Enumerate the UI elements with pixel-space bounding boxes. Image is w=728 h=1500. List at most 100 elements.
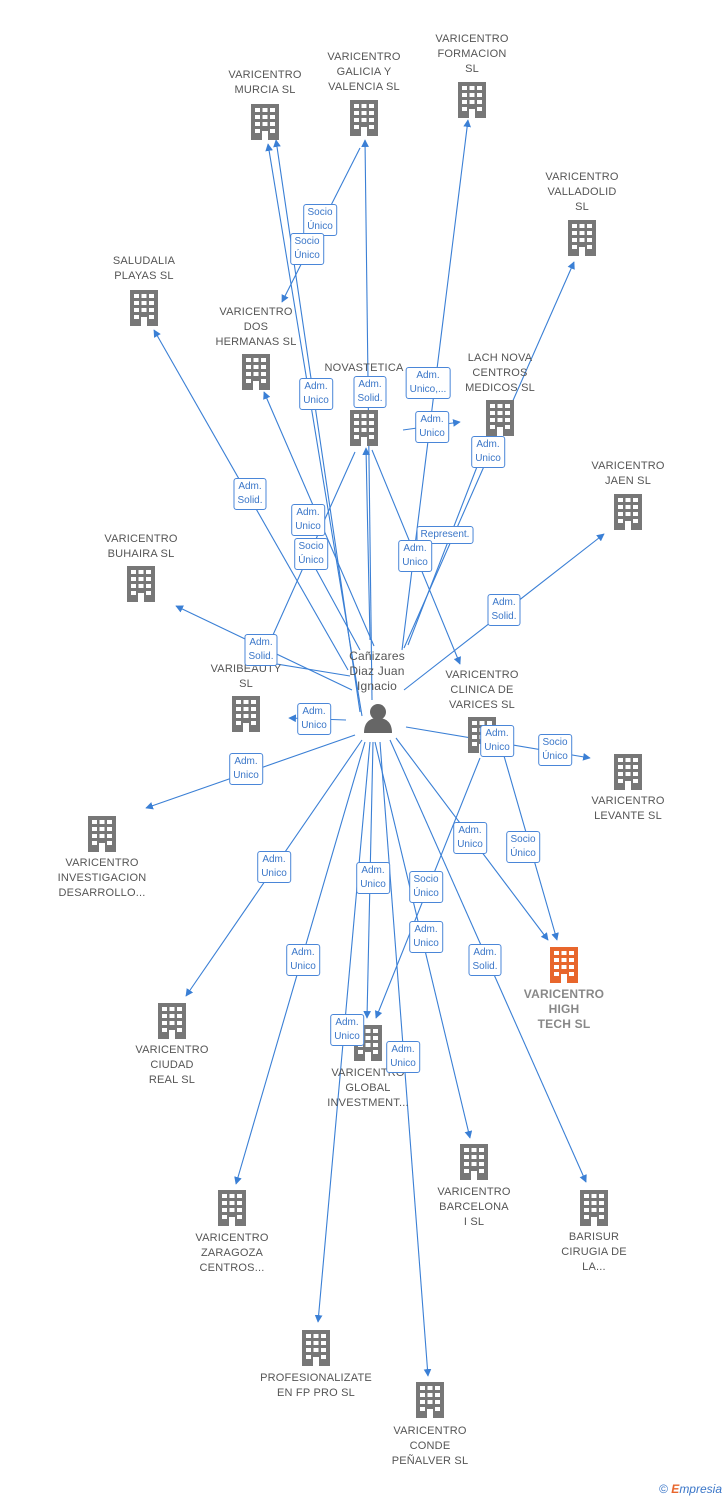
relation-label[interactable]: Adm.Unico bbox=[291, 504, 325, 536]
relation-label-line: Único bbox=[294, 250, 320, 261]
building-icon[interactable] bbox=[130, 290, 158, 326]
relation-label[interactable]: Adm.Unico bbox=[480, 725, 514, 757]
building-icon[interactable] bbox=[350, 100, 378, 136]
relation-label-line: Socio bbox=[298, 541, 324, 552]
person-name[interactable]: Cañizares Diaz Juan Ignacio bbox=[349, 649, 405, 693]
company-name-line: VARICENTRO bbox=[445, 669, 519, 681]
company-name-line: INVESTMENT... bbox=[327, 1097, 409, 1109]
relation-edge bbox=[273, 139, 361, 713]
relation-label[interactable]: Adm.Unico,... bbox=[405, 367, 451, 399]
relation-label[interactable]: Adm.Solid. bbox=[468, 944, 502, 976]
relation-label-line: Adm. bbox=[238, 481, 262, 492]
company-name-line: REAL SL bbox=[148, 1074, 196, 1086]
building-icon[interactable] bbox=[350, 410, 378, 446]
relation-label-line: Unico bbox=[290, 961, 316, 972]
building-icon[interactable] bbox=[550, 947, 578, 983]
relation-label[interactable]: Adm.Unico bbox=[297, 703, 331, 735]
company-name-line: HIGH bbox=[548, 1002, 580, 1016]
building-icon[interactable] bbox=[127, 566, 155, 602]
relation-label[interactable]: Adm.Unico bbox=[257, 851, 291, 883]
company-name-line: LACH NOVA bbox=[467, 352, 533, 364]
company-name-line: DESARROLLO... bbox=[58, 887, 146, 899]
relation-label[interactable]: Adm.Solid. bbox=[487, 594, 521, 626]
relation-label[interactable]: Adm.Unico bbox=[286, 944, 320, 976]
company-name-line: VARICENTRO bbox=[327, 51, 401, 63]
company-name-line: BUHAIRA SL bbox=[107, 548, 175, 560]
relation-label[interactable]: Adm.Unico bbox=[471, 436, 505, 468]
company-name-line: VARICENTRO bbox=[219, 306, 293, 318]
company-name-line: SL bbox=[239, 678, 253, 690]
relation-label[interactable]: Adm. Solid. bbox=[233, 478, 267, 510]
company-name-line: CIRUGIA DE bbox=[561, 1246, 627, 1258]
building-icon[interactable] bbox=[242, 354, 270, 390]
building-icon[interactable] bbox=[302, 1330, 330, 1366]
relation-label[interactable]: Adm.Unico bbox=[386, 1041, 420, 1073]
relation-label[interactable]: Adm.Unico bbox=[415, 411, 449, 443]
company-name-line: SL bbox=[465, 63, 479, 75]
building-icon[interactable] bbox=[416, 1382, 444, 1418]
relation-label[interactable]: Adm.Solid. bbox=[353, 376, 387, 408]
building-icon[interactable] bbox=[232, 696, 260, 732]
relation-label-line: Represent. bbox=[420, 529, 470, 540]
relation-label[interactable]: Adm.Unico bbox=[453, 822, 487, 854]
building-icon[interactable] bbox=[158, 1003, 186, 1039]
company-name-line: JAEN SL bbox=[604, 475, 652, 487]
relation-label[interactable]: Adm.Unico bbox=[229, 753, 263, 785]
relation-label[interactable]: Adm.Unico bbox=[398, 540, 432, 572]
relation-label-line: Socio bbox=[307, 207, 333, 218]
building-icon[interactable] bbox=[460, 1144, 488, 1180]
relation-label-line: Unico bbox=[413, 938, 439, 949]
relation-label-line: Solid. bbox=[237, 495, 263, 506]
building-icon[interactable] bbox=[486, 400, 514, 436]
building-icon[interactable] bbox=[458, 82, 486, 118]
building-icon[interactable] bbox=[614, 494, 642, 530]
company-name-line: LEVANTE SL bbox=[594, 810, 662, 822]
relation-label[interactable]: Represent. bbox=[416, 526, 474, 544]
relation-label[interactable]: Adm.Solid. bbox=[244, 634, 278, 666]
building-icon[interactable] bbox=[88, 816, 116, 852]
building-icon[interactable] bbox=[568, 220, 596, 256]
company-name-line: MEDICOS SL bbox=[465, 382, 535, 394]
relation-label[interactable]: Adm.Unico bbox=[409, 921, 443, 953]
company-name-line: FORMACION bbox=[437, 48, 507, 60]
building-icon[interactable] bbox=[251, 104, 279, 140]
company-node-novastetica[interactable]: NOVASTETICA bbox=[324, 361, 403, 376]
building-icon[interactable] bbox=[614, 754, 642, 790]
relation-label-line: Unico,... bbox=[409, 384, 447, 395]
relation-label-line: Unico bbox=[334, 1031, 360, 1042]
relation-label[interactable]: Adm.Unico bbox=[299, 378, 333, 410]
relation-label-line: Unico bbox=[233, 770, 259, 781]
relation-label[interactable]: Adm.Unico bbox=[356, 862, 390, 894]
building-icon[interactable] bbox=[218, 1190, 246, 1226]
relation-label[interactable]: Adm.Unico bbox=[330, 1014, 364, 1046]
relation-label-line: Adm. bbox=[476, 439, 500, 450]
building-icon[interactable] bbox=[580, 1190, 608, 1226]
